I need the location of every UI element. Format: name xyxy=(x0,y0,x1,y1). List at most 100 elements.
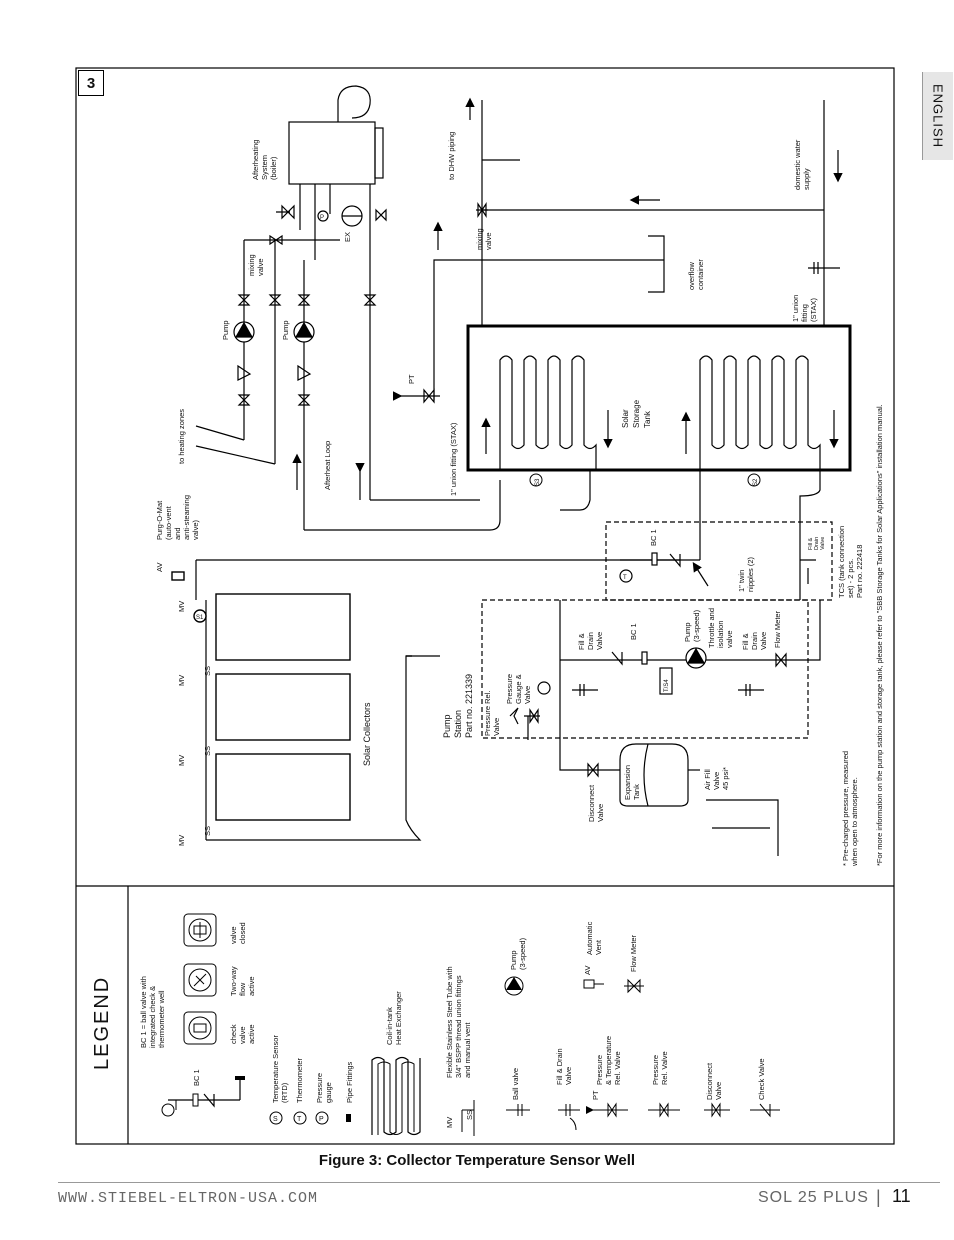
pump3-1: Pump xyxy=(683,622,692,642)
dhw-labels: to DHW piping mixing valve overflow cont… xyxy=(407,132,818,496)
twin-2: nipples (2) xyxy=(746,556,755,592)
legend-bc1-symbol: BC 1 xyxy=(161,1069,245,1117)
legend-coil-2: Heat Exchanger xyxy=(394,991,403,1045)
pgv-1: Pressure xyxy=(505,674,514,704)
figure-number: 3 xyxy=(78,70,104,96)
footer-rule xyxy=(58,1182,940,1183)
prv-2: Valve xyxy=(492,718,501,736)
tcs-1: TCS (tank connection xyxy=(837,526,846,598)
diagram-frame xyxy=(75,67,895,1145)
airfill-2: Valve xyxy=(712,772,721,790)
language-tab-label: ENGLISH xyxy=(930,83,946,149)
to-heating-zones: to heating zones xyxy=(177,409,186,464)
fd2-3: Valve xyxy=(759,632,768,650)
pump-right: Pump xyxy=(281,320,290,340)
legend-pt-3: Rel. Valve xyxy=(613,1051,622,1085)
domestic-2: supply xyxy=(802,168,811,190)
legend-temp-sensor-1: Temperature Sensor xyxy=(271,1035,280,1103)
solar-collectors xyxy=(171,559,680,841)
collector-1 xyxy=(215,593,351,661)
legend-t: T xyxy=(297,1116,302,1123)
legend-flex-1: Flexible Stainless Steel Tube with xyxy=(445,966,454,1078)
ss-2: SS xyxy=(203,746,212,756)
mixing-2: valve xyxy=(256,258,265,276)
legend-bc1-line2: integrated check & xyxy=(148,986,157,1048)
expansion-tank xyxy=(600,743,779,856)
tcs-3: Part no. 222418 xyxy=(855,545,864,598)
throttle-1: Throttle and xyxy=(707,608,716,648)
s1-label: S1 xyxy=(196,615,204,621)
tcs-set xyxy=(560,470,833,601)
boiler-body xyxy=(288,121,376,185)
afterheat-2: System xyxy=(260,155,269,180)
legend-two-way-2: flow xyxy=(238,982,247,996)
airfill-1: Air Fill xyxy=(703,769,712,790)
boiler-pumps xyxy=(233,294,376,406)
airfill-3: 45 psi* xyxy=(721,767,730,790)
legend: LEGEND BC 1 = ball valve with integrated… xyxy=(91,913,780,1136)
ps-2: Station xyxy=(453,710,463,738)
pt-label: PT xyxy=(407,374,416,384)
coil-right xyxy=(699,355,821,470)
p-label: P xyxy=(320,215,324,221)
tcs-labels: BC 1 T 1" twin nipples (2) Fill & Drain … xyxy=(623,526,864,598)
pump-station xyxy=(481,599,821,778)
bc1-ps: BC 1 xyxy=(629,623,638,640)
footer-model: SOL 25 PLUS xyxy=(758,1189,869,1206)
legend-valve-states: check valve active Two-way flow active v… xyxy=(183,913,256,1045)
purge-4: anti-steaming xyxy=(182,495,191,540)
pgv-2: Gauge & xyxy=(514,674,523,704)
afterheat-3: (boiler) xyxy=(269,156,278,180)
collector-labels: Purg-O-Mat (auto-vent and anti-steaming … xyxy=(155,495,372,846)
to-dhw: to DHW piping xyxy=(447,132,456,180)
legend-fill-drain-2: Valve xyxy=(564,1067,573,1085)
tank-3: Tank xyxy=(643,410,652,428)
throttle-3: valve xyxy=(725,630,734,648)
tank-labels: Solar Storage Tank S3 S2 xyxy=(535,399,759,486)
twin-1: 1" twin xyxy=(737,570,746,592)
fd-3: Valve xyxy=(595,632,604,650)
legend-sensor-group: S Temperature Sensor (RTD) T Thermometer… xyxy=(269,1035,354,1125)
fd-small-3: Valve xyxy=(820,537,826,550)
legend-closed-1: valve xyxy=(229,926,238,944)
ps-3: Part no. 221339 xyxy=(464,674,474,738)
mv-1: MV xyxy=(177,601,186,612)
legend-p: P xyxy=(319,1116,324,1123)
ps-1: Pump xyxy=(442,714,452,738)
fd2-1: Fill & xyxy=(741,633,750,650)
purge-2: (auto-vent xyxy=(164,505,173,540)
legend-bc1-line3: thermometer well xyxy=(157,990,166,1048)
tank-1: Solar xyxy=(621,409,630,428)
legend-fill-drain-1: Fill & Drain xyxy=(555,1048,564,1085)
expansion-labels: Expansion Tank Air Fill Valve 45 psi* Di… xyxy=(587,404,884,867)
legend-disconnect-1: Disconnect xyxy=(705,1062,714,1100)
legend-av: AV xyxy=(583,966,592,975)
flow-meter: Flow Meter xyxy=(773,610,782,648)
pump3-2: (3-speed) xyxy=(692,609,701,642)
legend-coil-1: Coil-in-tank xyxy=(385,1007,394,1045)
domestic-1: domestic water xyxy=(793,139,802,190)
footnote: *For more information on the pump statio… xyxy=(875,404,884,866)
bc1-tcs: BC 1 xyxy=(649,529,658,546)
legend-two-way-1: Two-way xyxy=(229,966,238,996)
legend-bc1-line1: BC 1 = ball valve with xyxy=(139,976,148,1048)
legend-coil: Coil-in-tank Heat Exchanger xyxy=(371,991,421,1136)
ts4: T/S4 xyxy=(664,679,670,692)
afterheat-1: Afterheating xyxy=(251,140,260,180)
boiler-flue xyxy=(337,85,371,122)
disc-1: Disconnect xyxy=(587,784,596,822)
legend-valves: Ball valve Fill & Drain Valve PT Pressur… xyxy=(506,1036,780,1131)
legend-check-active-1: check xyxy=(229,1024,238,1044)
exp-1: Expansion xyxy=(623,765,632,800)
mv-3: MV xyxy=(177,755,186,766)
boiler-section xyxy=(243,85,387,530)
exp-2: Tank xyxy=(632,784,641,800)
collector-2 xyxy=(215,673,351,741)
footer-url[interactable]: WWW.STIEBEL-ELTRON-USA.COM xyxy=(58,1190,319,1207)
fd-1: Fill & xyxy=(577,633,586,650)
legend-mv: MV xyxy=(445,1117,454,1128)
legend-flow-meter: Flow Meter xyxy=(629,934,638,972)
fd-small-1: Fill & xyxy=(808,537,814,550)
legend-pt: PT xyxy=(591,1090,600,1100)
